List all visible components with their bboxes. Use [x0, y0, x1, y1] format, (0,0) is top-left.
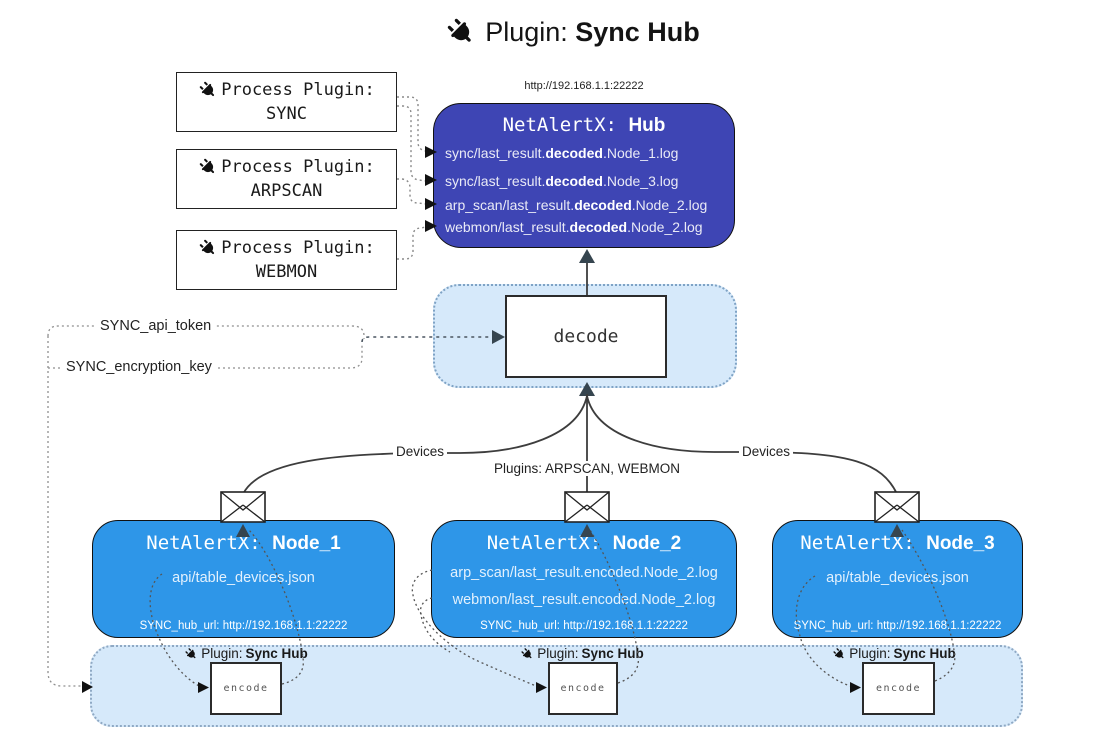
hub-title: NetAlertX: Hub	[502, 114, 666, 136]
node3-box: NetAlertX: Node_3 api/table_devices.json…	[772, 520, 1023, 638]
node2-title: NetAlertX: Node_2	[486, 532, 682, 554]
process-plugin-webmon-box: Process Plugin: WEBMON	[176, 230, 397, 290]
node1-box: NetAlertX: Node_1 api/table_devices.json…	[92, 520, 395, 638]
process-plugin-arpscan-box: Process Plugin: ARPSCAN	[176, 149, 397, 209]
encode3-box: encode	[862, 662, 935, 715]
edge-sync-to-hub2	[397, 105, 427, 182]
edge-arpscan-to-hub	[397, 178, 427, 205]
encode1-box: encode	[210, 662, 282, 715]
encode2-box: encode	[548, 662, 618, 715]
page-title: Plugin: Sync Hub	[14, 16, 1117, 48]
hub-log-line: sync/last_result.decoded.Node_1.log	[445, 145, 679, 161]
edge-key-to-encode-band	[47, 336, 82, 687]
decode-box: decode	[505, 295, 667, 378]
sync-encryption-key-label: SYNC_encryption_key	[62, 359, 216, 375]
node2-box: NetAlertX: Node_2 arp_scan/last_result.e…	[431, 520, 737, 638]
node2-file: arp_scan/last_result.encoded.Node_2.log	[450, 565, 718, 581]
encode3-plugin-label: Plugin: Sync Hub	[832, 646, 956, 661]
decode-label: decode	[553, 326, 619, 347]
arrow-icon	[579, 249, 595, 263]
node1-hub-url: SYNC_hub_url: http://192.168.1.1:22222	[139, 620, 348, 632]
edge-webmon-to-hub	[397, 226, 427, 260]
hub-log-line: arp_scan/last_result.decoded.Node_2.log	[445, 197, 708, 213]
devices-left-label: Devices	[392, 444, 448, 459]
node1-title: NetAlertX: Node_1	[146, 532, 341, 554]
plug-icon	[198, 238, 218, 258]
sync-api-token-label: SYNC_api_token	[96, 318, 216, 334]
node3-title: NetAlertX: Node_3	[800, 532, 995, 554]
envelope-icon	[220, 491, 266, 523]
hub-box: NetAlertX: Hub sync/last_result.decoded.…	[433, 103, 735, 248]
plug-icon	[832, 647, 846, 661]
node2-hub-url: SYNC_hub_url: http://192.168.1.1:22222	[480, 620, 688, 632]
node1-file: api/table_devices.json	[172, 570, 315, 586]
plug-icon	[198, 157, 218, 177]
plug-icon	[520, 647, 534, 661]
envelope-icon	[874, 491, 920, 523]
devices-right-label: Devices	[738, 444, 794, 459]
envelope-icon	[564, 491, 610, 523]
node2-file: webmon/last_result.encoded.Node_2.log	[452, 592, 716, 608]
plug-icon	[198, 80, 218, 100]
hub-log-line: webmon/last_result.decoded.Node_2.log	[445, 219, 703, 235]
plugins-center-label: Plugins: ARPSCAN, WEBMON	[490, 461, 684, 476]
node3-file: api/table_devices.json	[826, 570, 969, 586]
encode1-plugin-label: Plugin: Sync Hub	[184, 646, 308, 661]
plug-icon	[184, 647, 198, 661]
encode2-plugin-label: Plugin: Sync Hub	[520, 646, 644, 661]
hub-url-label: http://192.168.1.1:22222	[521, 80, 647, 92]
process-plugin-sync-box: Process Plugin: SYNC	[176, 72, 397, 132]
plug-icon	[445, 16, 477, 48]
edge-sync-to-hub1	[397, 96, 433, 153]
node3-hub-url: SYNC_hub_url: http://192.168.1.1:22222	[793, 620, 1002, 632]
hub-log-line: sync/last_result.decoded.Node_3.log	[445, 173, 679, 189]
